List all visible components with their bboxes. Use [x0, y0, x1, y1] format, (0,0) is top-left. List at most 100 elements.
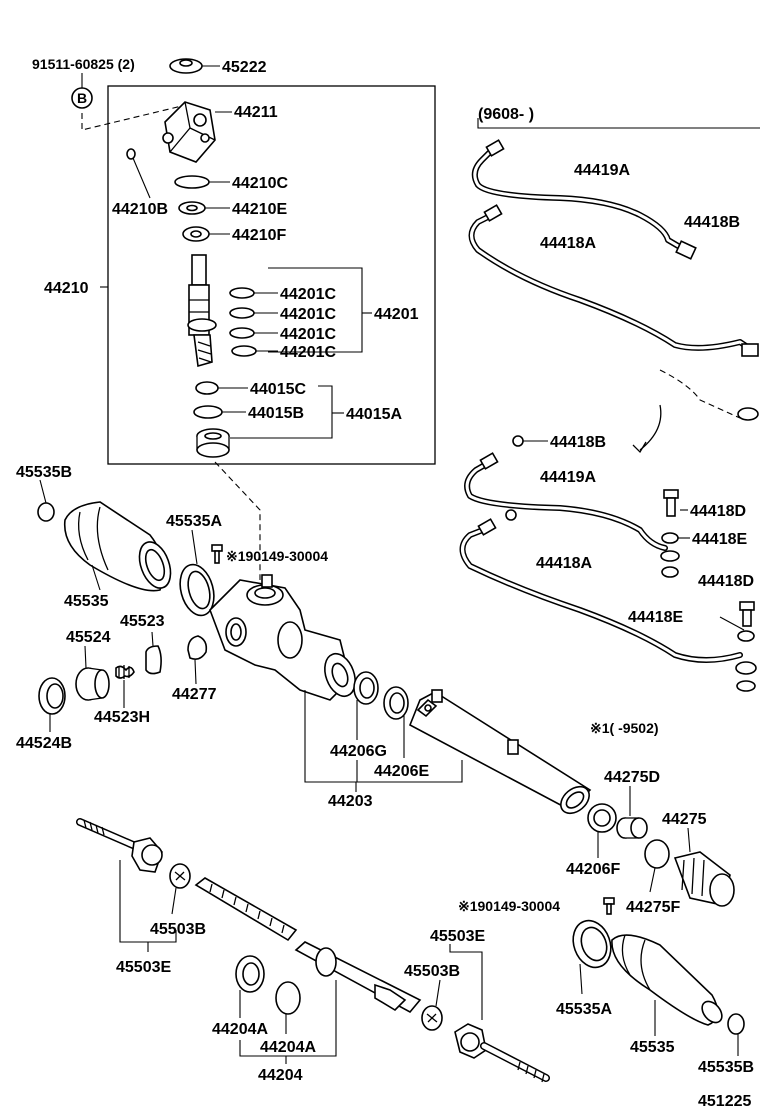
bolt-190149-left: [211, 544, 223, 564]
label-45524: 45524: [66, 629, 111, 646]
label-44418B-lower: 44418B: [550, 434, 606, 451]
ring-44015C: [195, 381, 219, 395]
label-190149-left: ※190149-30004: [226, 548, 328, 564]
pipe-44419A-upper: [471, 139, 697, 260]
label-44210E: 44210E: [232, 201, 287, 218]
label-44015A: 44015A: [346, 406, 402, 423]
label-44418A-lower: 44418A: [536, 555, 592, 572]
label-44206G: 44206G: [330, 743, 387, 760]
label-45503B-right: 45503B: [404, 963, 460, 980]
valve-housing-44211: [162, 101, 232, 163]
bracket-45503-right: [449, 944, 483, 1020]
label-44524B: 44524B: [16, 735, 72, 752]
label-44418B-upper: 44418B: [684, 214, 740, 231]
adjuster-45524: [75, 645, 110, 701]
bracket-44203: [304, 690, 463, 783]
clamp-45535A-left: [179, 529, 215, 617]
label-44203: 44203: [328, 793, 373, 810]
seal-44204A-1: [235, 955, 265, 1018]
oring-44275F: [644, 839, 670, 869]
seal-44201C-3: [229, 327, 255, 339]
label-45535A-left: 45535A: [166, 513, 222, 530]
washer-45503B-right: [421, 979, 443, 1031]
label-44015C: 44015C: [250, 381, 306, 398]
b-circle-marker: B: [71, 87, 93, 109]
clamp-45535B-right: [727, 1013, 745, 1056]
label-451225: 451225: [698, 1093, 751, 1110]
label-44206E: 44206E: [374, 763, 429, 780]
washer-44418E-2a: [737, 630, 755, 642]
label-44275: 44275: [662, 811, 707, 828]
washer-45503B-left: [169, 863, 191, 915]
label-44523H: 44523H: [94, 709, 150, 726]
label-44204: 44204: [258, 1067, 303, 1084]
label-44277: 44277: [172, 686, 217, 703]
label-44210: 44210: [44, 280, 89, 297]
union-bolt-44418D-2: [739, 601, 755, 627]
cylinder-tube: [408, 689, 592, 815]
seal-44206G: [353, 671, 379, 740]
label-44204A-2: 44204A: [260, 1039, 316, 1056]
pin-44210B: [126, 148, 151, 199]
seal-44201C-1: [229, 287, 255, 299]
bolt-190149-right: [603, 897, 615, 915]
washer-44418E-1c: [661, 566, 679, 578]
valve-shaft: [187, 254, 217, 368]
gear-housing-44203: [209, 574, 356, 701]
tie-rod-left: [76, 818, 163, 873]
label-note-1: ※1( -9502): [590, 720, 659, 736]
label-45503B-left: 45503B: [150, 921, 206, 938]
seal-44206E: [383, 686, 409, 758]
label-44015B: 44015B: [248, 405, 304, 422]
dashed-link-housing: [214, 461, 261, 580]
washer-44418E-1: [661, 532, 679, 544]
washer-44418E-1b: [660, 550, 680, 562]
label-45222: 45222: [222, 59, 267, 76]
label-91511-60825: 91511-60825 (2): [32, 56, 135, 72]
label-44275F: 44275F: [626, 899, 680, 916]
label-44418E-2: 44418E: [628, 609, 683, 626]
direction-arrow: [639, 404, 662, 451]
spring-44523H: [115, 665, 135, 708]
seal-44201C-2: [229, 307, 255, 319]
union-bolt-44418D-1: [663, 489, 688, 517]
bushing-44275D: [616, 786, 648, 839]
label-44418D-1: 44418D: [690, 503, 746, 520]
label-45535B-left: 45535B: [16, 464, 72, 481]
boot-45535-left: [63, 501, 172, 592]
label-45503E-left: 45503E: [116, 959, 171, 976]
pipe-44418A-upper: [468, 204, 759, 357]
boot-45535-right: [611, 934, 723, 1036]
label-45535B-right: 45535B: [698, 1059, 754, 1076]
pipe-44419A-lower: [464, 452, 668, 551]
label-45535A-right: 45535A: [556, 1001, 612, 1018]
oring-44015B: [193, 405, 223, 419]
stopper-44275: [673, 827, 735, 907]
bracket-44201: [268, 267, 363, 353]
cap-45222: [169, 58, 220, 74]
label-44210C: 44210C: [232, 175, 288, 192]
bearing-44210F: [182, 226, 230, 242]
label-44211: 44211: [234, 104, 278, 121]
pipe-44418A-lower: [459, 518, 743, 663]
bracket-44015: [230, 385, 333, 439]
label-190149-right: ※190149-30004: [458, 898, 560, 914]
label-44419A-lower: 44419A: [540, 469, 596, 486]
label-44210F: 44210F: [232, 227, 286, 244]
seal-44206F: [587, 803, 617, 858]
label-44418A-upper: 44418A: [540, 235, 596, 252]
seal-44201C-4: [231, 345, 257, 357]
label-45535-right: 45535: [630, 1039, 675, 1056]
spring-cap-45523: [145, 631, 162, 675]
label-44275D: 44275D: [604, 769, 660, 786]
rack-bar: [194, 877, 422, 1014]
label-44419A-upper: 44419A: [574, 162, 630, 179]
locknut-44524B: [38, 677, 66, 732]
label-45535-left: 45535: [64, 593, 109, 610]
label-44204A-1: 44204A: [212, 1021, 268, 1038]
oring-44204A-2: [275, 981, 301, 1034]
clamp-45535B-left: [37, 502, 55, 522]
pipe-dash-link: [659, 369, 741, 419]
clamp-45535A-right: [572, 919, 612, 995]
